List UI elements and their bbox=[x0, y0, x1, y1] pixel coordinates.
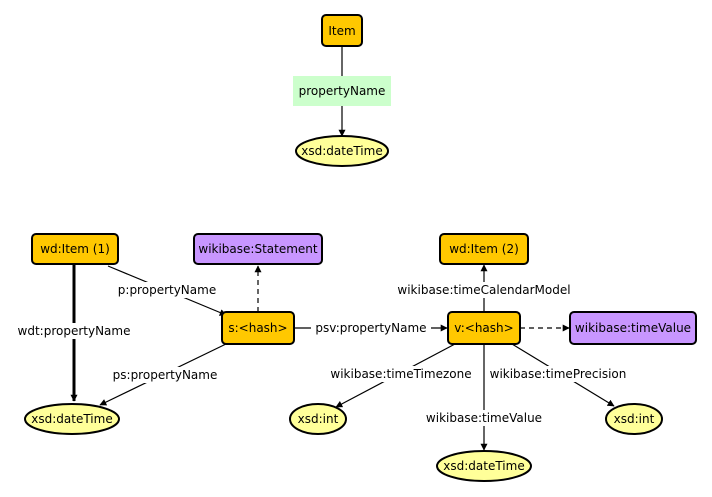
node-item2 bbox=[439, 233, 529, 265]
label-precision: wikibase:timePrecision bbox=[490, 367, 627, 381]
node-timevalue-class-label: wikibase:timeValue bbox=[575, 321, 691, 335]
node-int-right-label: xsd:int bbox=[614, 412, 655, 426]
node-statement-class-label: wikibase:Statement bbox=[198, 242, 318, 256]
node-literal bbox=[295, 135, 389, 167]
label-psv-property: psv:propertyName bbox=[315, 321, 426, 335]
node-datetime-left bbox=[24, 403, 120, 435]
node-timevalue-class bbox=[569, 311, 697, 345]
node-value bbox=[447, 311, 521, 345]
node-item1-label: wd:Item (1) bbox=[40, 242, 110, 256]
label-p-property: p:propertyName bbox=[118, 283, 216, 297]
node-int-left-label: xsd:int bbox=[298, 412, 339, 426]
node-int-right bbox=[605, 403, 663, 435]
label-timezone: wikibase:timeTimezone bbox=[330, 367, 471, 381]
node-datetime-bottom-label: xsd:dateTime bbox=[443, 459, 524, 473]
node-property-label: propertyName bbox=[299, 84, 386, 98]
label-ps-property: ps:propertyName bbox=[113, 368, 218, 382]
bottom-nodes: wd:Item (1) wikibase:Statement s:<hash> … bbox=[24, 233, 697, 482]
node-statement-label: s:<hash> bbox=[228, 321, 287, 335]
label-calendar-model: wikibase:timeCalendarModel bbox=[397, 283, 570, 297]
top-example: Item propertyName xsd:dateTime bbox=[293, 14, 391, 167]
node-statement-class bbox=[193, 233, 323, 265]
node-item-label: Item bbox=[328, 24, 355, 38]
node-value-label: v:<hash> bbox=[454, 321, 513, 335]
node-statement bbox=[221, 311, 295, 345]
node-datetime-left-label: xsd:dateTime bbox=[31, 412, 112, 426]
node-int-left bbox=[289, 403, 347, 435]
node-item1 bbox=[31, 233, 119, 265]
node-property bbox=[293, 76, 391, 106]
node-item2-label: wd:Item (2) bbox=[449, 242, 519, 256]
bottom-edge-labels: p:propertyName wdt:propertyName ps:prope… bbox=[16, 282, 630, 426]
node-item bbox=[321, 14, 363, 47]
node-literal-label: xsd:dateTime bbox=[301, 144, 382, 158]
label-wdt-property: wdt:propertyName bbox=[18, 324, 131, 338]
label-time-value: wikibase:timeValue bbox=[426, 411, 542, 425]
node-datetime-bottom bbox=[436, 450, 532, 482]
